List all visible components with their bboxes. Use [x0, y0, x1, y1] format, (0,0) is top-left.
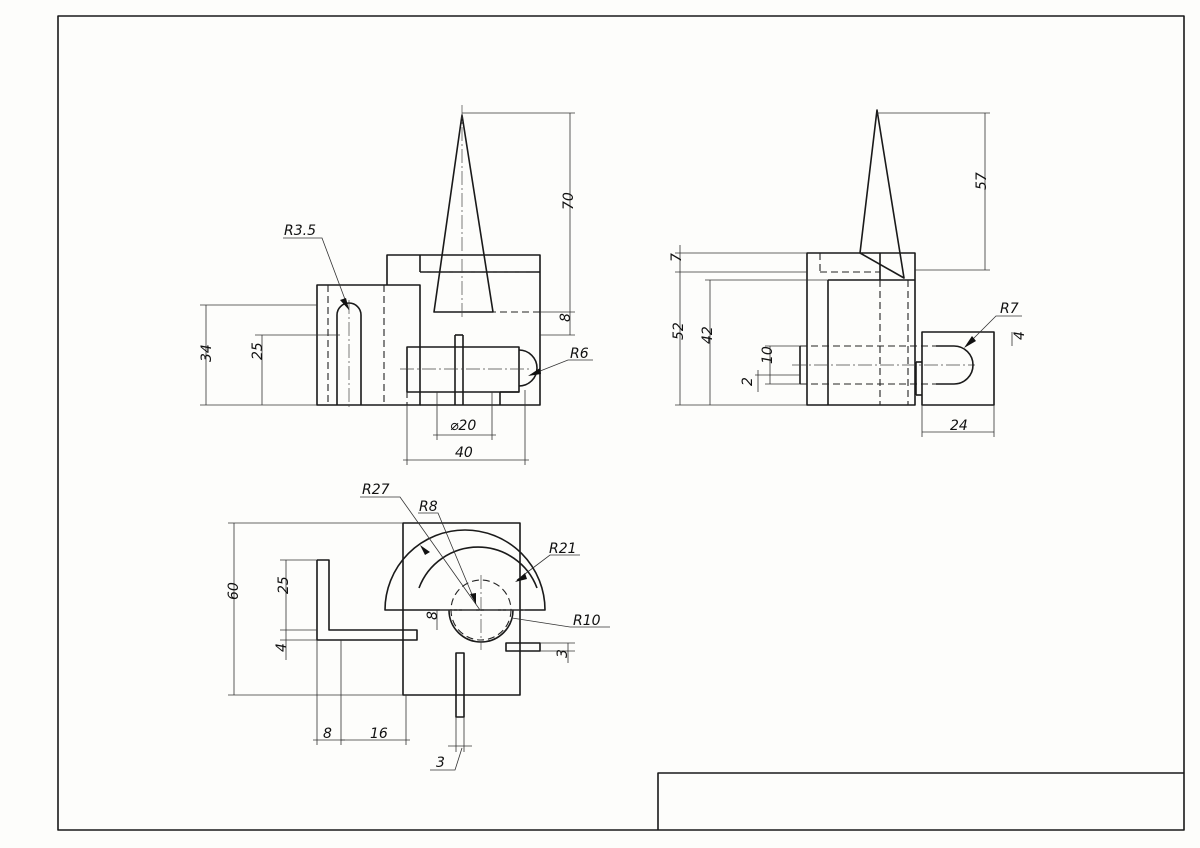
- dim-8-top: 8: [425, 611, 441, 620]
- sheet-frame: [57, 15, 1185, 831]
- dim-r27: R27: [362, 482, 390, 498]
- dim-r8: R8: [419, 499, 438, 515]
- dim-r6: R6: [570, 346, 589, 362]
- front-view: [316, 105, 541, 410]
- dim-52: 52: [671, 322, 687, 340]
- dim-r7: R7: [1000, 301, 1019, 317]
- dim-3-tab: 3: [555, 649, 571, 658]
- dim-25-top: 25: [276, 576, 292, 594]
- dim-34: 34: [199, 344, 215, 362]
- dim-16: 16: [370, 726, 388, 742]
- dim-4-top: 4: [274, 643, 290, 652]
- side-dimension-lines: [675, 112, 1022, 437]
- dim-10: 10: [760, 346, 776, 364]
- dim-r3-5: R3.5: [284, 223, 316, 239]
- dim-8-bottom: 8: [323, 726, 332, 742]
- side-view: [792, 109, 995, 406]
- dim-8-front: 8: [558, 313, 574, 322]
- top-view: [316, 522, 546, 718]
- top-dimension-lines: [228, 496, 610, 771]
- dim-70: 70: [561, 192, 577, 210]
- dim-25: 25: [250, 342, 266, 360]
- dim-r10: R10: [573, 613, 601, 629]
- dim-60: 60: [226, 582, 242, 600]
- dim-24: 24: [950, 418, 968, 434]
- front-dimension-lines: [200, 112, 593, 465]
- dim-57: 57: [974, 172, 990, 190]
- dim-dia20: ⌀20: [450, 418, 476, 434]
- dim-40: 40: [455, 445, 473, 461]
- dimension-labels: R3.5 34 25 70 8 R6 ⌀20 40 7 57 52 42 10 …: [199, 172, 1028, 771]
- dim-42: 42: [700, 326, 716, 344]
- dim-2: 2: [740, 377, 756, 386]
- dim-3-pin: 3: [436, 755, 445, 771]
- dim-r21: R21: [549, 541, 577, 557]
- dim-7: 7: [669, 253, 685, 262]
- dim-4-side: 4: [1012, 331, 1028, 340]
